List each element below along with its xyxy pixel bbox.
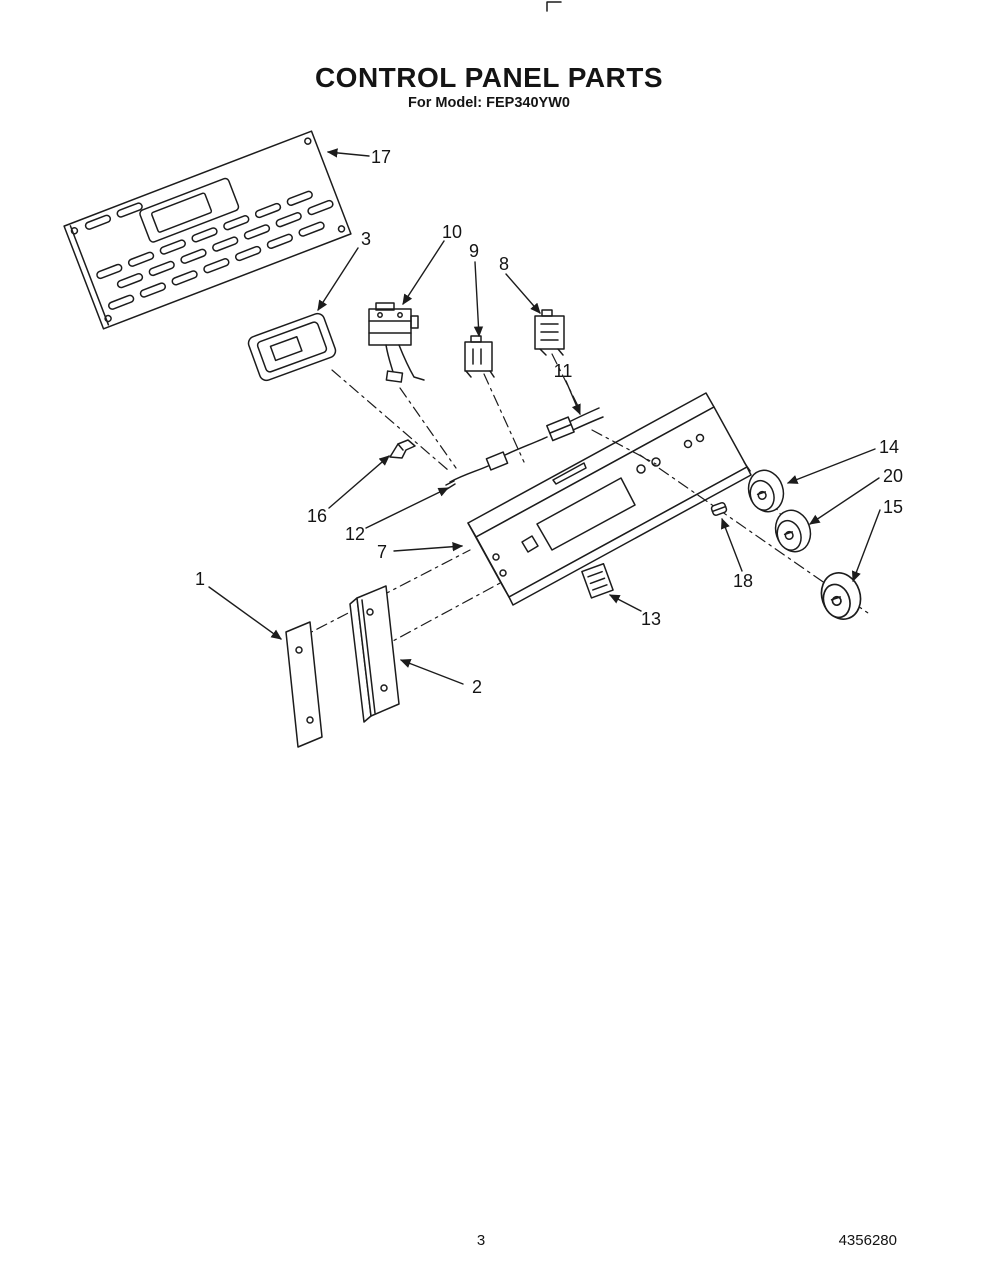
leader-20 bbox=[809, 477, 880, 525]
leader-12 bbox=[365, 487, 450, 529]
callout-10: 10 bbox=[441, 222, 463, 242]
callout-1: 1 bbox=[194, 569, 206, 589]
leader-8 bbox=[505, 273, 541, 314]
leader-3 bbox=[317, 247, 359, 311]
callout-9: 9 bbox=[468, 241, 480, 261]
leader-13 bbox=[609, 594, 642, 612]
leader-14 bbox=[786, 448, 876, 484]
callout-3: 3 bbox=[360, 229, 372, 249]
callout-20: 20 bbox=[882, 466, 904, 486]
callout-2: 2 bbox=[471, 677, 483, 697]
part-1-bracket bbox=[285, 621, 323, 748]
part-9-switch bbox=[464, 335, 495, 378]
callout-12: 12 bbox=[344, 524, 366, 544]
wire-harness bbox=[445, 407, 604, 490]
part-20-knob bbox=[769, 505, 817, 557]
leader-11 bbox=[565, 380, 581, 416]
callout-16: 16 bbox=[306, 506, 328, 526]
document-number: 4356280 bbox=[838, 1232, 897, 1249]
leader-18 bbox=[721, 517, 743, 572]
crop-mark bbox=[546, 1, 562, 12]
leader-17 bbox=[326, 148, 370, 158]
part-10-clock bbox=[368, 302, 425, 383]
part-16-clip bbox=[389, 439, 416, 459]
callout-7: 7 bbox=[376, 542, 388, 562]
callout-11: 11 bbox=[553, 361, 573, 381]
leader-lines bbox=[208, 148, 881, 685]
page-title: CONTROL PANEL PARTS bbox=[314, 62, 664, 93]
leader-15 bbox=[851, 509, 881, 583]
leader-9 bbox=[473, 261, 484, 338]
callout-18: 18 bbox=[732, 571, 754, 591]
part-15-knob bbox=[814, 566, 868, 626]
part-17-rear-panel bbox=[63, 130, 352, 330]
part-13-switch bbox=[581, 562, 614, 599]
model-subtitle: For Model: FEP340YW0 bbox=[408, 95, 570, 111]
callout-8: 8 bbox=[498, 254, 510, 274]
part-2-bracket bbox=[349, 585, 400, 723]
callout-14: 14 bbox=[878, 437, 900, 457]
callout-15: 15 bbox=[882, 497, 904, 517]
part-18-spacer bbox=[710, 502, 728, 516]
leader-10 bbox=[402, 240, 445, 305]
callout-13: 13 bbox=[640, 609, 662, 629]
leader-7 bbox=[393, 542, 464, 552]
part-8-switch bbox=[534, 309, 565, 356]
callout-17: 17 bbox=[370, 147, 392, 167]
leader-2 bbox=[399, 659, 464, 685]
part-7-control-panel bbox=[467, 392, 752, 606]
leader-1 bbox=[208, 586, 282, 640]
part-3-bezel bbox=[247, 312, 337, 382]
leader-16 bbox=[328, 455, 390, 509]
page-number: 3 bbox=[476, 1232, 486, 1249]
